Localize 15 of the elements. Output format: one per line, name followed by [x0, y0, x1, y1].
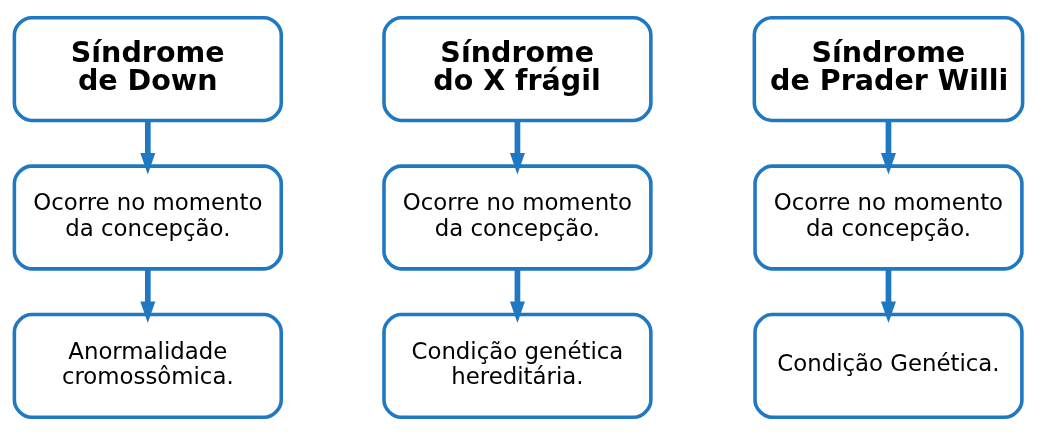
- node-box: Ocorre no momento da concepção.: [12, 164, 284, 271]
- arrow: [509, 269, 525, 323]
- arrow: [140, 120, 156, 175]
- node-box: Condição Genética.: [753, 312, 1024, 420]
- node-box: Ocorre no momento da concepção.: [753, 164, 1024, 271]
- node-box: Síndrome de Prader Willi: [752, 15, 1025, 123]
- node-box: Anormalidade cromossômica.: [12, 312, 284, 420]
- arrow: [880, 269, 896, 323]
- arrow: [509, 120, 525, 175]
- node-box: Ocorre no momento da concepção.: [382, 164, 653, 271]
- node-box: Síndrome do X frágil: [382, 15, 653, 123]
- node-box: Condição genética hereditária.: [382, 312, 653, 420]
- arrow: [140, 269, 156, 323]
- arrow: [880, 120, 896, 175]
- node-box: Síndrome de Down: [12, 15, 284, 123]
